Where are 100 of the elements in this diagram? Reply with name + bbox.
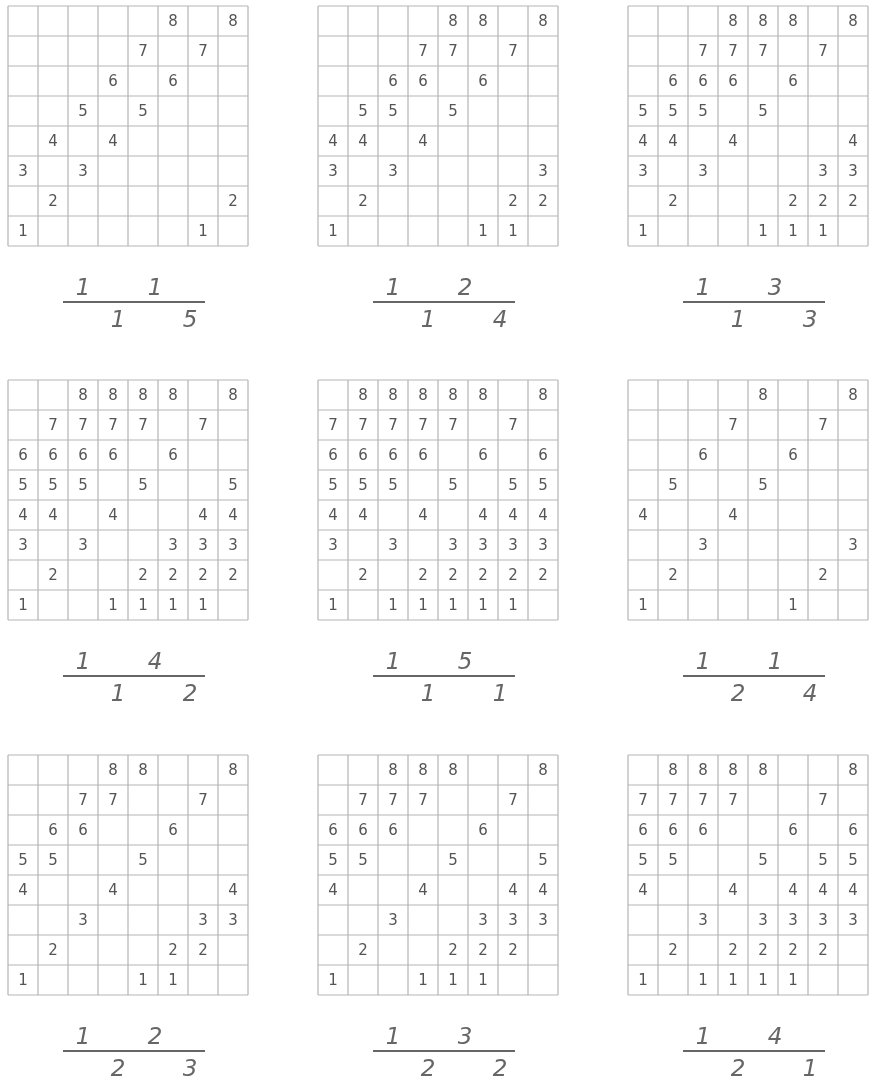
grid-number: 7 (137, 415, 149, 436)
grid-number: 4 (537, 505, 549, 526)
grid-number: 6 (417, 445, 429, 466)
grid-number: 7 (447, 415, 459, 436)
grid-number: 5 (667, 101, 679, 122)
grid-number: 6 (77, 445, 89, 466)
grid-number: 8 (77, 385, 89, 406)
fraction-number: 4 (491, 306, 509, 332)
grid-number: 5 (667, 850, 679, 871)
grid-number: 1 (787, 970, 799, 991)
grid-number: 2 (357, 565, 369, 586)
grid-number: 7 (197, 415, 209, 436)
grid-number: 3 (637, 161, 649, 182)
grid-number: 3 (697, 161, 709, 182)
fraction-number: 1 (109, 680, 127, 706)
grid-number: 6 (477, 71, 489, 92)
fraction-number: 2 (456, 274, 474, 300)
grid-number: 6 (787, 820, 799, 841)
fraction-number: 3 (801, 306, 819, 332)
grid-number: 7 (387, 415, 399, 436)
grid-number: 8 (537, 385, 549, 406)
grid-number: 2 (727, 940, 739, 961)
fraction-number: 4 (766, 1023, 784, 1049)
grid-number: 6 (357, 445, 369, 466)
grid-number: 2 (507, 191, 519, 212)
grid-number: 8 (787, 11, 799, 32)
grid-number: 3 (507, 910, 519, 931)
fraction-number: 1 (109, 306, 127, 332)
grid-number: 5 (537, 475, 549, 496)
grid-number: 4 (507, 505, 519, 526)
grid-number: 1 (507, 221, 519, 242)
grid-number: 1 (507, 595, 519, 616)
grid-number: 2 (817, 191, 829, 212)
grid-number: 7 (77, 790, 89, 811)
grid-number: 8 (417, 760, 429, 781)
grid-number: 8 (357, 385, 369, 406)
grid-number: 7 (697, 41, 709, 62)
grid-number: 8 (697, 760, 709, 781)
grid-number: 4 (327, 131, 339, 152)
grid-number: 3 (197, 535, 209, 556)
grid-number: 8 (847, 385, 859, 406)
grid-number: 6 (697, 445, 709, 466)
grid-number: 4 (847, 131, 859, 152)
grid-number: 8 (137, 385, 149, 406)
grid-number: 2 (787, 191, 799, 212)
fraction-number: 1 (801, 1055, 819, 1080)
grid-number: 2 (667, 940, 679, 961)
grid-number: 8 (447, 11, 459, 32)
grid-number: 8 (537, 760, 549, 781)
grid-number: 8 (137, 760, 149, 781)
grid-number: 3 (847, 535, 859, 556)
grid-number: 7 (507, 415, 519, 436)
grid-number: 2 (137, 565, 149, 586)
grid-number: 2 (227, 191, 239, 212)
grid-number: 4 (537, 880, 549, 901)
fraction-number: 1 (766, 648, 784, 674)
fraction-number: 1 (74, 1023, 92, 1049)
grid-number: 7 (817, 790, 829, 811)
grid-number: 7 (357, 790, 369, 811)
grid-number: 7 (417, 41, 429, 62)
grid-number: 2 (447, 940, 459, 961)
grid-number: 8 (167, 385, 179, 406)
fraction-number: 1 (491, 680, 509, 706)
grid-number: 3 (227, 535, 239, 556)
grid-number: 8 (387, 385, 399, 406)
grid-number: 5 (447, 850, 459, 871)
grid-number: 5 (637, 101, 649, 122)
grid-number: 6 (47, 820, 59, 841)
grid-number: 8 (227, 11, 239, 32)
grid-number: 1 (757, 221, 769, 242)
grid-number: 5 (387, 475, 399, 496)
grid-number: 4 (227, 880, 239, 901)
grid-number: 2 (357, 191, 369, 212)
grid-number: 5 (447, 475, 459, 496)
grid-number: 8 (447, 760, 459, 781)
grid-number: 7 (107, 790, 119, 811)
fraction-number: 2 (729, 680, 747, 706)
grid-number: 8 (477, 11, 489, 32)
fraction-number: 1 (694, 274, 712, 300)
grid-number: 4 (637, 131, 649, 152)
grid-number: 1 (697, 970, 709, 991)
grid-number: 5 (357, 475, 369, 496)
grid-number: 2 (477, 940, 489, 961)
grid-number: 1 (447, 595, 459, 616)
grid-number: 6 (477, 445, 489, 466)
grid-number: 6 (417, 71, 429, 92)
grid-number: 7 (727, 41, 739, 62)
grid-number: 7 (637, 790, 649, 811)
grid-number: 1 (637, 970, 649, 991)
grid-number: 4 (417, 505, 429, 526)
grid-number: 5 (137, 475, 149, 496)
grid-number: 3 (387, 910, 399, 931)
grid-number: 4 (507, 880, 519, 901)
grid-number: 5 (757, 475, 769, 496)
grid-number: 6 (697, 820, 709, 841)
grid-number: 5 (817, 850, 829, 871)
grid-number: 5 (137, 101, 149, 122)
grid-number: 2 (167, 565, 179, 586)
grid-number: 5 (17, 850, 29, 871)
grid-number: 7 (697, 790, 709, 811)
